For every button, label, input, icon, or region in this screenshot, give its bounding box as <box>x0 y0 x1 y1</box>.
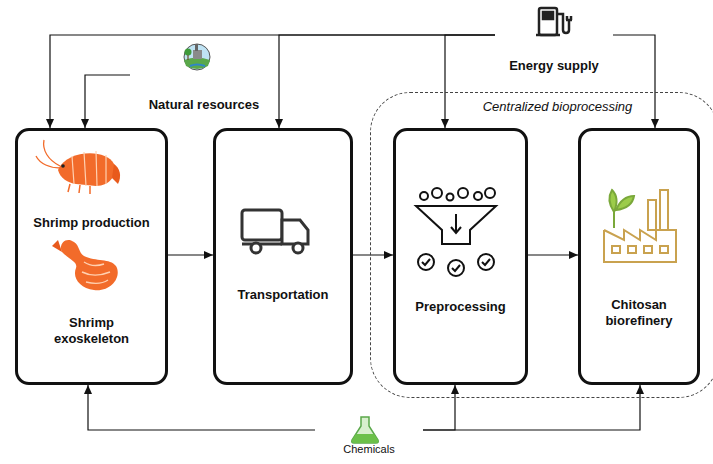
natural-resources-icon <box>184 44 210 70</box>
node-label: Chemicals <box>315 443 423 456</box>
flow-arrow <box>279 35 495 128</box>
resource-source: Natural resources <box>130 40 278 119</box>
chemical-source: Chemicals <box>315 414 423 462</box>
biorefinery-icon <box>604 190 676 262</box>
flow-arrow <box>50 35 495 128</box>
node-label: Shrimp production <box>18 215 165 231</box>
energy-source: Energy supply <box>495 2 613 82</box>
node-label: Shrimp exoskeleton <box>37 315 147 346</box>
flow-arrow <box>613 35 655 128</box>
node-label: Chitosan biorefinery <box>589 297 689 328</box>
exoskeleton-icon <box>52 240 118 290</box>
shrimp-icon <box>36 140 120 194</box>
node-label: Transportation <box>216 287 350 303</box>
fuel-pump-icon <box>536 8 572 35</box>
truck-icon <box>242 210 308 253</box>
flow-arrow <box>445 35 495 128</box>
flask-icon <box>352 417 379 443</box>
node-label: Natural resources <box>130 97 278 113</box>
flow-arrow <box>353 254 393 255</box>
flow-arrow <box>85 75 130 128</box>
flow-arrow <box>528 254 578 255</box>
node-label: Energy supply <box>495 58 613 74</box>
process-region: Centralized bioprocessingPreprocessing Ch… <box>370 92 713 398</box>
process-box: Chitosan biorefinery <box>578 128 700 385</box>
process-box: Transportation <box>213 128 353 385</box>
flow-arrow <box>423 385 455 430</box>
node-label: Centralized bioprocessing <box>371 99 713 115</box>
flow-arrow <box>168 254 213 255</box>
node-label: Preprocessing <box>396 299 525 315</box>
flow-arrow <box>88 385 315 430</box>
flow-arrow <box>423 385 640 430</box>
process-box: Shrimp productionShrimp exoskeleton <box>15 128 168 385</box>
process-box: Preprocessing <box>393 128 528 385</box>
funnel-icon <box>416 188 496 276</box>
